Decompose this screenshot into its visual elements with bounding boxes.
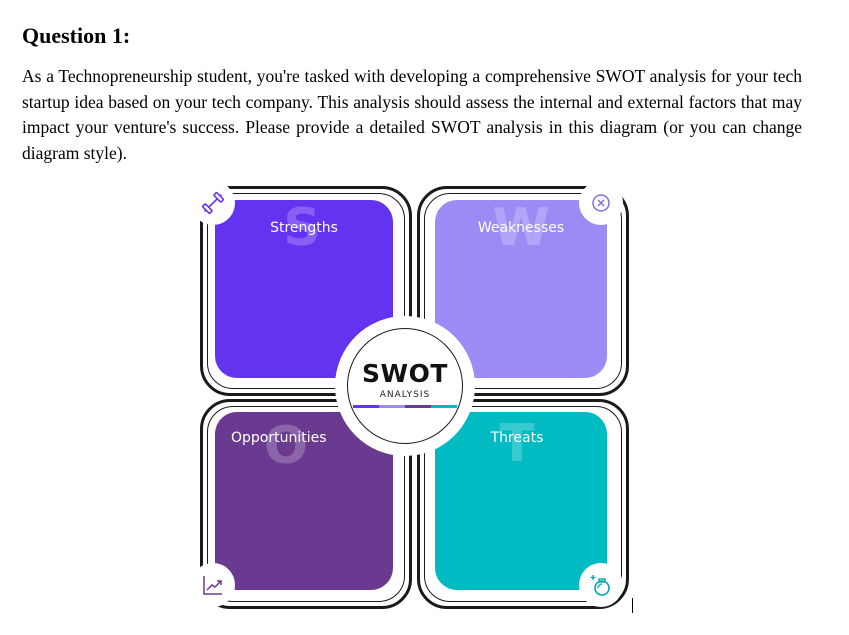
- color-segment-opportunities: [405, 405, 431, 408]
- swot-diagram: S Strengths W Weaknesses O Opportunities…: [191, 181, 635, 609]
- text-cursor: [632, 598, 633, 613]
- opportunities-letter: O: [263, 416, 309, 476]
- question-body: As a Technopreneurship student, you're t…: [22, 66, 802, 163]
- question-heading: Question 1:: [22, 23, 131, 48]
- color-segment-threats: [431, 405, 457, 408]
- center-subtitle: ANALYSIS: [379, 390, 431, 400]
- dumbbell-icon: [191, 181, 235, 225]
- threats-letter: T: [499, 414, 535, 474]
- weaknesses-letter: W: [492, 200, 550, 258]
- center-ring: [347, 328, 463, 444]
- center-title: SWOT: [362, 359, 448, 388]
- threats-label: Threats: [490, 430, 544, 446]
- close-circle-icon: [579, 181, 623, 225]
- strengths-label: Strengths: [270, 220, 338, 236]
- swot-center-circle: SWOT ANALYSIS: [335, 316, 475, 456]
- color-segment-weaknesses: [379, 405, 405, 408]
- center-color-line: [353, 405, 457, 408]
- threats-tile[interactable]: T Threats: [435, 412, 607, 590]
- opportunities-label: Opportunities: [231, 430, 327, 446]
- trend-up-icon: [191, 563, 235, 607]
- strengths-letter: S: [283, 200, 321, 258]
- weaknesses-label: Weaknesses: [477, 220, 565, 236]
- bomb-icon: [579, 563, 623, 607]
- color-segment-strengths: [353, 405, 379, 408]
